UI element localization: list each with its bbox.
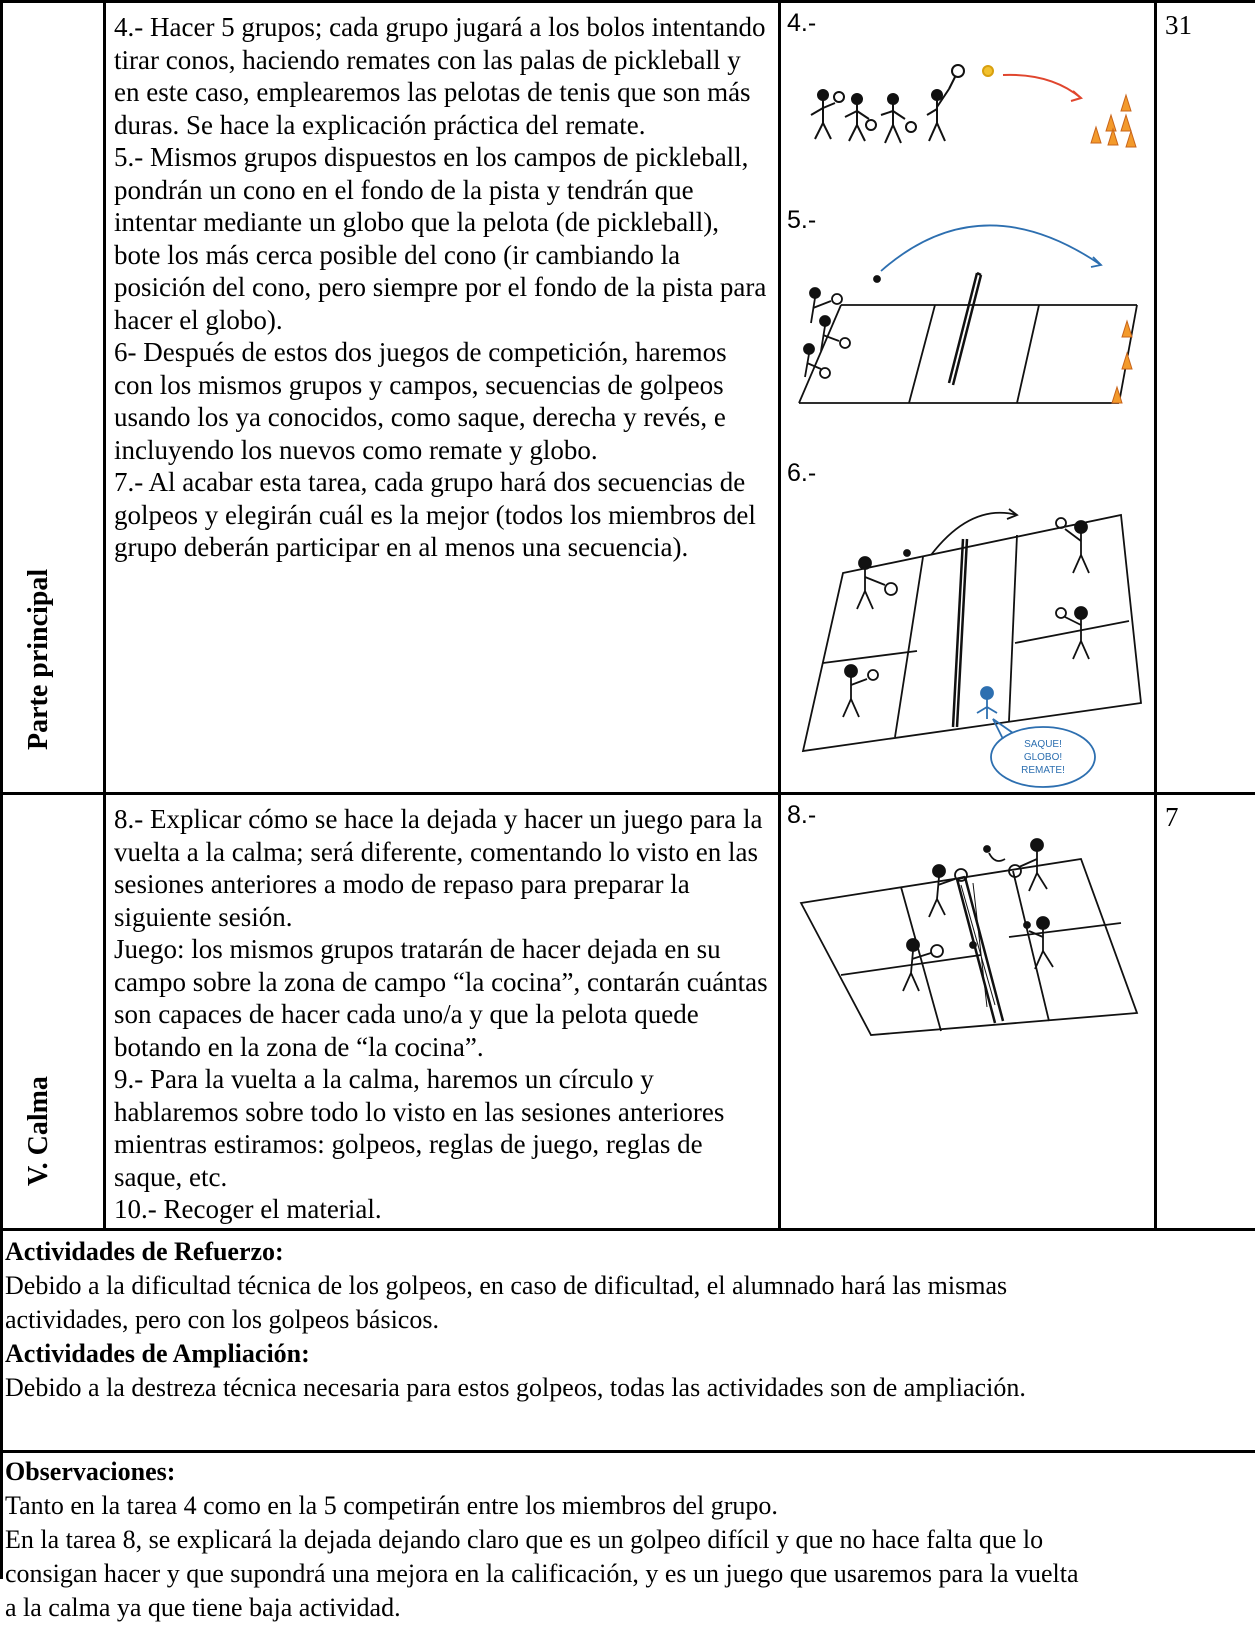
shot-arrow bbox=[930, 511, 1018, 556]
section-label-main: Parte principal bbox=[23, 568, 54, 750]
stick-figure bbox=[842, 664, 879, 718]
activity-8-game-text: Juego: los mismos grupos tratarán de hac… bbox=[114, 934, 768, 1062]
ampliacion-title: Actividades de Ampliación: bbox=[5, 1339, 310, 1368]
activity-10-text: 10.- Recoger el material. bbox=[114, 1194, 382, 1224]
drawing-4-bowling-smash bbox=[810, 64, 1137, 148]
observaciones-line-2: En la tarea 8, se explicará la dejada de… bbox=[5, 1525, 1044, 1554]
main-time-cell: 31 bbox=[1157, 3, 1255, 792]
cones bbox=[1111, 319, 1133, 404]
main-time: 31 bbox=[1165, 10, 1192, 40]
refuerzo-line-2: actividades, pero con los golpeos básico… bbox=[5, 1305, 439, 1334]
stick-figure bbox=[1055, 606, 1090, 660]
drawing-5-lob-court bbox=[798, 224, 1138, 404]
main-activities-cell: 4.- Hacer 5 grupos; cada grupo jugará a … bbox=[106, 3, 781, 792]
activity-4-text: 4.- Hacer 5 grupos; cada grupo jugará a … bbox=[114, 12, 766, 140]
drawing-label-8: 8.- bbox=[787, 801, 816, 829]
speech-bubble-text: SAQUE! GLOBO! REMATE! bbox=[1021, 739, 1065, 776]
calm-time-cell: 7 bbox=[1157, 795, 1255, 1228]
main-section-row: Parte principal 4.- Hacer 5 grupos; cada… bbox=[0, 0, 1255, 792]
cones bbox=[1090, 93, 1137, 148]
lob-arrow bbox=[880, 224, 1102, 272]
stick-figure bbox=[844, 93, 877, 142]
net bbox=[951, 538, 969, 728]
activity-7-text: 7.- Al acabar esta tarea, cada grupo har… bbox=[114, 467, 756, 562]
main-drawings-cell: 4.- 5.- 6.- bbox=[781, 3, 1157, 792]
stick-figure bbox=[1055, 517, 1090, 574]
section-label-calm: V. Calma bbox=[23, 1076, 54, 1186]
activity-5-text: 5.- Mismos grupos dispuestos en los camp… bbox=[114, 142, 767, 335]
observaciones-title: Observaciones: bbox=[5, 1457, 176, 1486]
calm-activities-cell: 8.- Explicar cómo se hace la dejada y ha… bbox=[106, 795, 781, 1228]
main-drawings: 4.- 5.- 6.- bbox=[787, 9, 1142, 788]
activity-6-text: 6- Después de estos dos juegos de compet… bbox=[114, 337, 727, 465]
svg-text:SAQUE!: SAQUE! bbox=[1024, 739, 1062, 750]
activities-extra-row: Actividades de Refuerzo: Debido a la dif… bbox=[0, 1231, 1255, 1453]
tennis-ball bbox=[982, 65, 994, 77]
trajectory-arrow bbox=[1002, 73, 1082, 99]
observaciones-line-1: Tanto en la tarea 4 como en la 5 competi… bbox=[5, 1491, 778, 1520]
observaciones-line-3: consigan hacer y que supondrá una mejora… bbox=[5, 1559, 1079, 1588]
stick-figure bbox=[1028, 916, 1054, 970]
drawing-6-rally-court bbox=[801, 508, 1142, 788]
refuerzo-line-1: Debido a la dificultad técnica de los go… bbox=[5, 1271, 1008, 1300]
stick-figure bbox=[1008, 838, 1048, 892]
calm-drawing: 8.- bbox=[787, 801, 1139, 1036]
svg-text:REMATE!: REMATE! bbox=[1021, 765, 1065, 776]
refuerzo-title: Actividades de Refuerzo: bbox=[5, 1237, 284, 1266]
activity-9-text: 9.- Para la vuelta a la calma, haremos u… bbox=[114, 1064, 725, 1192]
speech-bubble bbox=[990, 726, 1096, 788]
players-group bbox=[803, 287, 851, 379]
stick-figure bbox=[926, 64, 965, 142]
section-label-cell: V. Calma bbox=[0, 795, 106, 1228]
drawing-8-drop-shot-court bbox=[799, 838, 1139, 1036]
drawing-label-5: 5.- bbox=[787, 206, 816, 234]
section-label-cell: Parte principal bbox=[0, 3, 106, 792]
svg-text:GLOBO!: GLOBO! bbox=[1024, 752, 1062, 763]
stick-figure bbox=[880, 93, 917, 144]
stick-figure bbox=[810, 89, 845, 140]
stick-figure bbox=[856, 556, 898, 610]
observaciones-row: Observaciones: Tanto en la tarea 4 como … bbox=[0, 1453, 1255, 1622]
activity-8-text: 8.- Explicar cómo se hace la dejada y ha… bbox=[114, 804, 763, 932]
ampliacion-line-1: Debido a la destreza técnica necesaria p… bbox=[5, 1373, 1026, 1402]
observaciones-line-4: a la calma ya que tiene baja actividad. bbox=[5, 1593, 401, 1622]
stick-figure bbox=[928, 864, 968, 918]
drawing-label-4: 4.- bbox=[787, 9, 816, 37]
calm-time: 7 bbox=[1165, 802, 1179, 832]
net bbox=[947, 271, 983, 386]
calm-drawing-cell: 8.- bbox=[781, 795, 1157, 1228]
stick-figure bbox=[902, 938, 944, 992]
calm-section-row: V. Calma 8.- Explicar cómo se hace la de… bbox=[0, 792, 1255, 1231]
referee-figure bbox=[976, 686, 998, 719]
net bbox=[955, 875, 1005, 1024]
drawing-label-6: 6.- bbox=[787, 459, 816, 487]
